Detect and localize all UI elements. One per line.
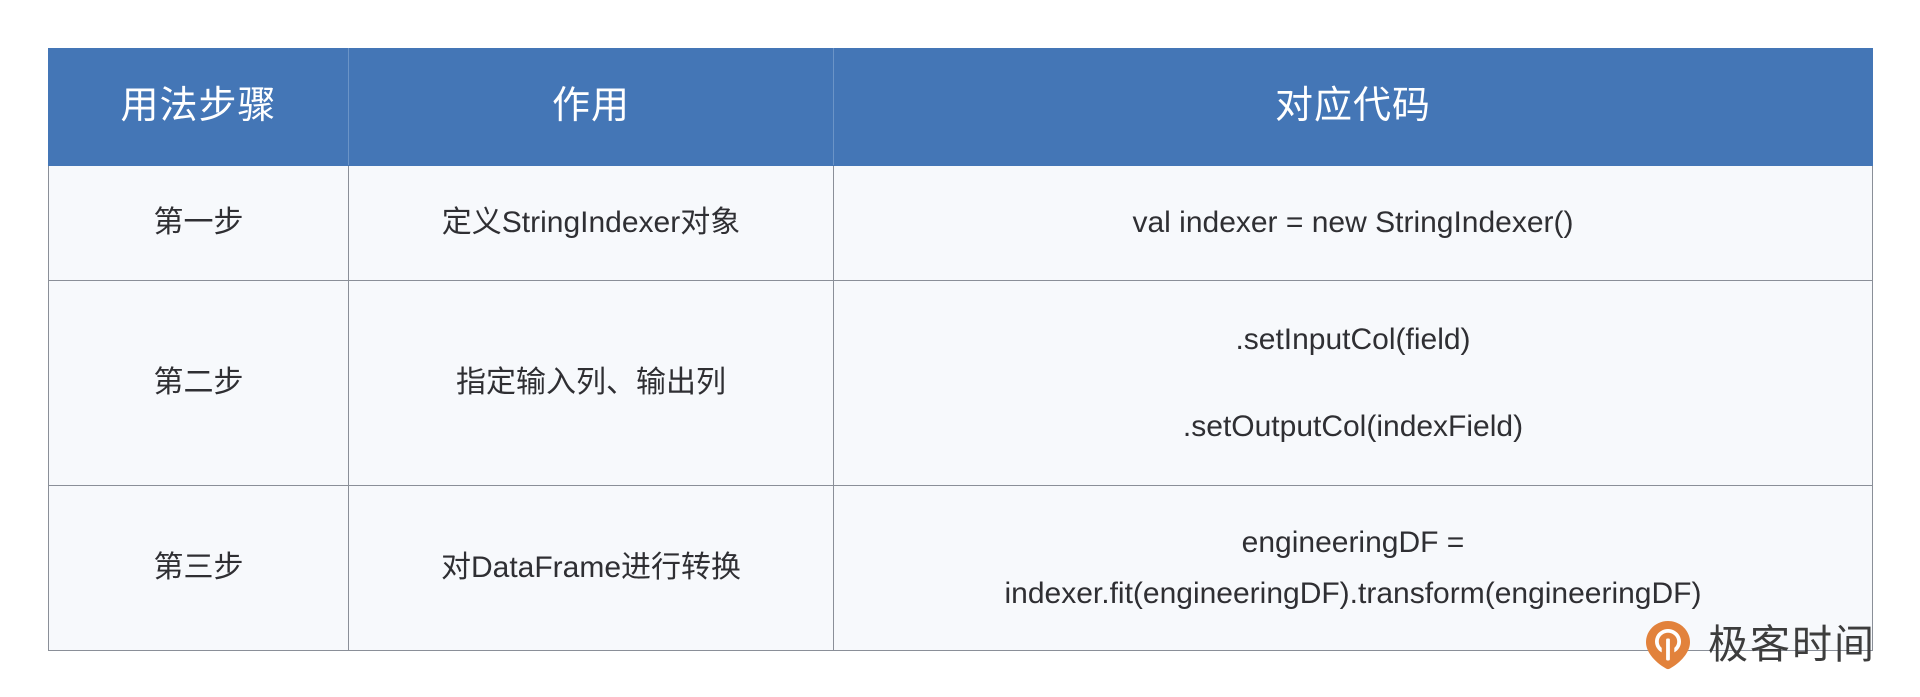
- table-row: 第一步 定义StringIndexer对象 val indexer = new …: [48, 165, 1873, 281]
- watermark: 极客时间: [1642, 619, 1876, 671]
- watermark-brand-text: 极客时间: [1708, 623, 1876, 667]
- usage-table: 用法步骤 作用 对应代码 第一步 定义StringIndexer对象 val i…: [48, 48, 1873, 651]
- code-line: .setOutputCol(indexField): [1182, 410, 1524, 443]
- table-header-row: 用法步骤 作用 对应代码: [48, 48, 1873, 166]
- cell-code-3: engineeringDF = indexer.fit(engineeringD…: [833, 485, 1873, 651]
- column-header-step: 用法步骤: [48, 48, 349, 166]
- cell-code-1: val indexer = new StringIndexer(): [833, 165, 1873, 281]
- table-row: 第二步 指定输入列、输出列 .setInputCol(field) .setOu…: [48, 280, 1873, 486]
- cell-step-1: 第一步: [48, 165, 349, 281]
- code-line: .setInputCol(field): [1235, 322, 1471, 356]
- table-body: 第一步 定义StringIndexer对象 val indexer = new …: [48, 165, 1873, 651]
- code-line: engineeringDF =: [1241, 525, 1465, 559]
- code-line: val indexer = new StringIndexer(): [1132, 206, 1574, 240]
- column-header-code: 对应代码: [833, 48, 1873, 166]
- cell-step-2: 第二步: [48, 280, 349, 486]
- cell-code-2: .setInputCol(field) .setOutputCol(indexF…: [833, 280, 1873, 486]
- table-header: 用法步骤 作用 对应代码: [48, 48, 1873, 166]
- cell-purpose-2: 指定输入列、输出列: [348, 280, 834, 486]
- usage-table-container: 用法步骤 作用 对应代码 第一步 定义StringIndexer对象 val i…: [48, 48, 1873, 651]
- code-line: indexer.fit(engineeringDF).transform(eng…: [1004, 577, 1702, 610]
- table-row: 第三步 对DataFrame进行转换 engineeringDF = index…: [48, 485, 1873, 651]
- column-header-purpose: 作用: [348, 48, 834, 166]
- cell-purpose-1: 定义StringIndexer对象: [348, 165, 834, 281]
- geektime-pin-icon: [1642, 619, 1694, 671]
- cell-step-3: 第三步: [48, 485, 349, 651]
- cell-purpose-3: 对DataFrame进行转换: [348, 485, 834, 651]
